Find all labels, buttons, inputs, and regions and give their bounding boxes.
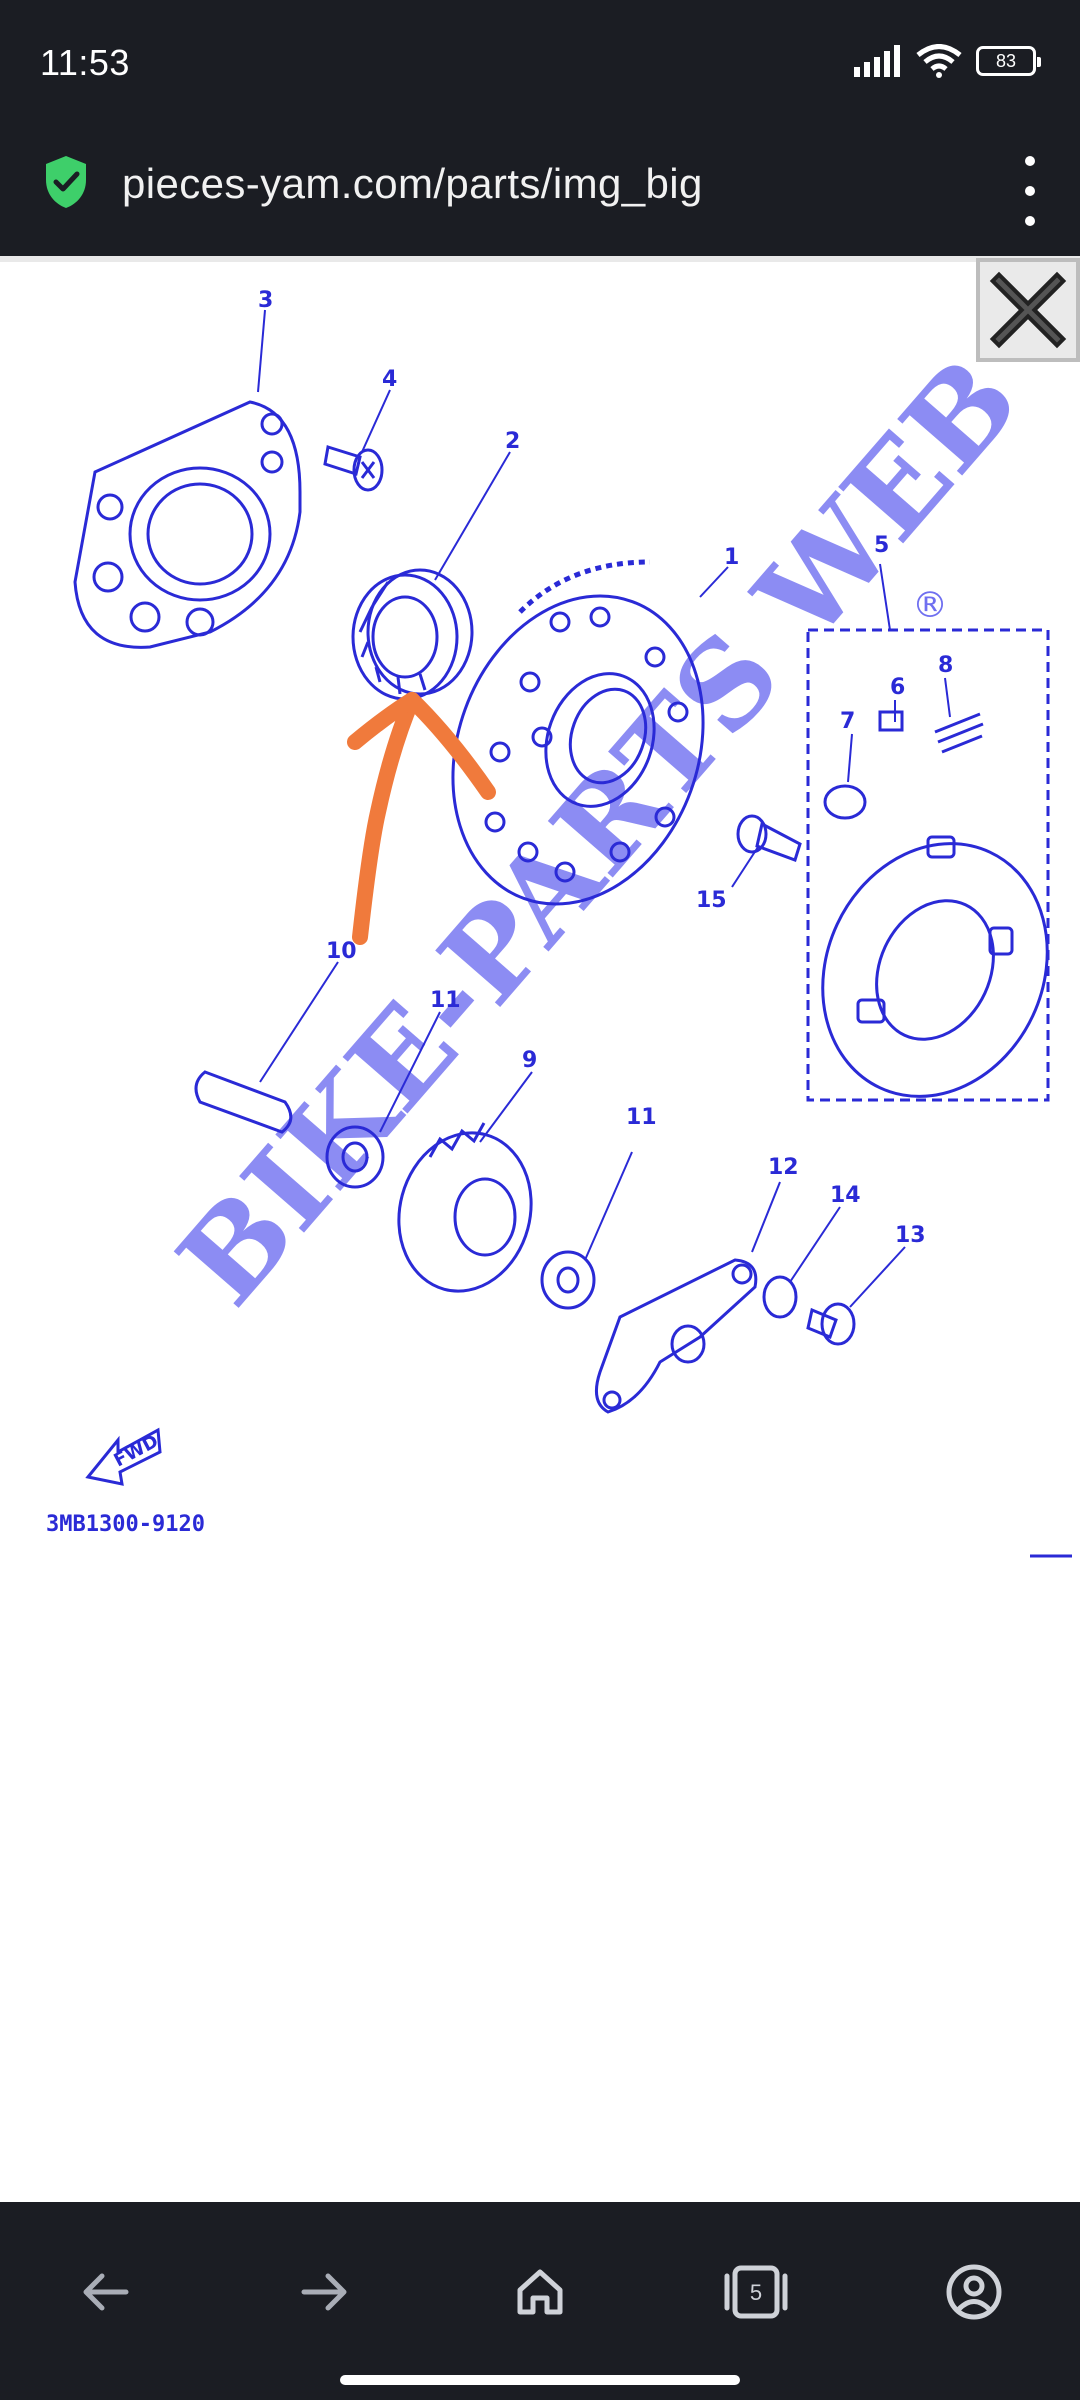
callout-15: 15 (696, 888, 727, 913)
callout-6: 6 (890, 675, 905, 700)
annotation-arrow (347, 692, 496, 945)
callout-3: 3 (258, 288, 273, 313)
callout-9: 9 (522, 1048, 537, 1073)
part-2-bearing (351, 568, 474, 701)
back-button[interactable] (66, 2252, 146, 2332)
status-bar: 11:53 83 (0, 0, 1080, 126)
menu-dot-icon (1025, 156, 1035, 166)
home-button[interactable] (500, 2252, 580, 2332)
forward-arrow-icon (301, 2273, 347, 2311)
tabs-button[interactable]: 5 (716, 2252, 796, 2332)
callout-7: 7 (840, 709, 855, 734)
home-icon (517, 2269, 563, 2315)
tab-count: 5 (750, 2280, 762, 2305)
parts-diagram-image: BIKE-PARTS WEB ® (73, 288, 1072, 1558)
part-5-clutch-assembly (806, 628, 1050, 1102)
signal-icon (854, 45, 900, 77)
close-icon (989, 271, 1067, 349)
callout-13: 13 (895, 1223, 926, 1248)
home-indicator[interactable] (340, 2375, 740, 2385)
fwd-arrow-icon: FWD (85, 1427, 162, 1486)
watermark: BIKE-PARTS WEB (151, 332, 1045, 1331)
status-time: 11:53 (40, 42, 130, 83)
browser-url-bar[interactable]: pieces-yam.com/parts/img_big (0, 126, 1080, 256)
page-top-divider (0, 256, 1080, 262)
secure-shield-icon (46, 156, 86, 208)
url-text[interactable]: pieces-yam.com/parts/img_big (122, 160, 703, 207)
part-10-shaft (194, 1070, 293, 1134)
menu-dot-icon (1025, 216, 1035, 226)
callout-1: 1 (724, 545, 739, 570)
callout-5: 5 (874, 533, 889, 558)
callout-11-a: 11 (430, 988, 461, 1013)
part-12-plate (594, 1258, 758, 1414)
part-1-gear (451, 559, 705, 906)
part-4-screw (323, 445, 384, 492)
callout-10: 10 (326, 939, 357, 964)
part-3-plate (73, 400, 302, 649)
callout-14: 14 (830, 1183, 861, 1208)
browser-menu-button[interactable] (1020, 156, 1040, 226)
callout-8: 8 (938, 653, 953, 678)
part-11-washer (325, 1125, 596, 1310)
back-arrow-icon (83, 2273, 129, 2311)
forward-button[interactable] (284, 2252, 364, 2332)
close-image-button[interactable] (976, 258, 1080, 362)
watermark-registered: ® (912, 585, 948, 626)
menu-dot-icon (1025, 186, 1035, 196)
callout-4: 4 (382, 367, 397, 392)
callout-2: 2 (505, 429, 520, 454)
callout-11-b: 11 (626, 1105, 657, 1130)
part-14-washer (762, 1275, 798, 1319)
battery-level: 83 (995, 50, 1017, 71)
browser-bottom-nav: 5 (0, 2202, 1080, 2400)
battery-icon: 83 (976, 46, 1041, 76)
part-number-label: 3MB1300-9120 (46, 1512, 205, 1537)
part-13-bolt (806, 1302, 856, 1346)
tabs-icon: 5 (724, 2265, 788, 2319)
part-15-bolt (736, 814, 802, 862)
status-icons: 83 (854, 44, 1041, 78)
account-button[interactable] (934, 2252, 1014, 2332)
watermark-text: BIKE-PARTS WEB (151, 332, 1045, 1331)
leader-lines (257, 309, 951, 1308)
callout-12: 12 (768, 1155, 799, 1180)
wifi-icon (916, 44, 962, 78)
account-icon (946, 2264, 1002, 2320)
